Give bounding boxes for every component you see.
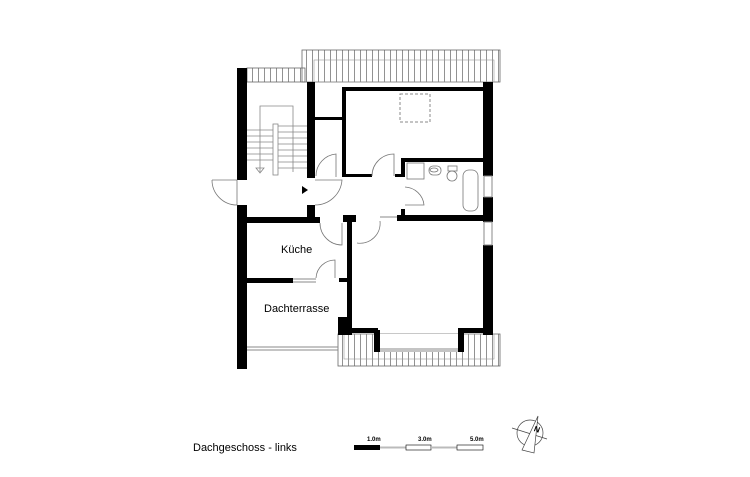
entrance-marker-icon <box>302 186 308 194</box>
roof-top <box>246 49 501 83</box>
staircase[interactable] <box>247 105 307 176</box>
room-label-dachterrasse: Dachterrasse <box>264 303 330 315</box>
bathroom-fixtures <box>406 162 479 212</box>
scale-bar <box>354 444 484 451</box>
skylight <box>399 93 431 123</box>
north-arrow-icon <box>511 415 548 454</box>
scale-label-3m: 3.0m <box>418 437 432 443</box>
room-label-kueche: Küche <box>281 244 313 256</box>
scale-label-5m: 5.0m <box>470 437 484 443</box>
windows <box>247 175 493 352</box>
scale-label-1m: 1.0m <box>367 437 381 443</box>
roof-bottom <box>337 333 501 367</box>
walls <box>237 68 493 369</box>
plan-title: Dachgeschoss - links <box>193 442 297 454</box>
doors[interactable] <box>211 153 425 279</box>
